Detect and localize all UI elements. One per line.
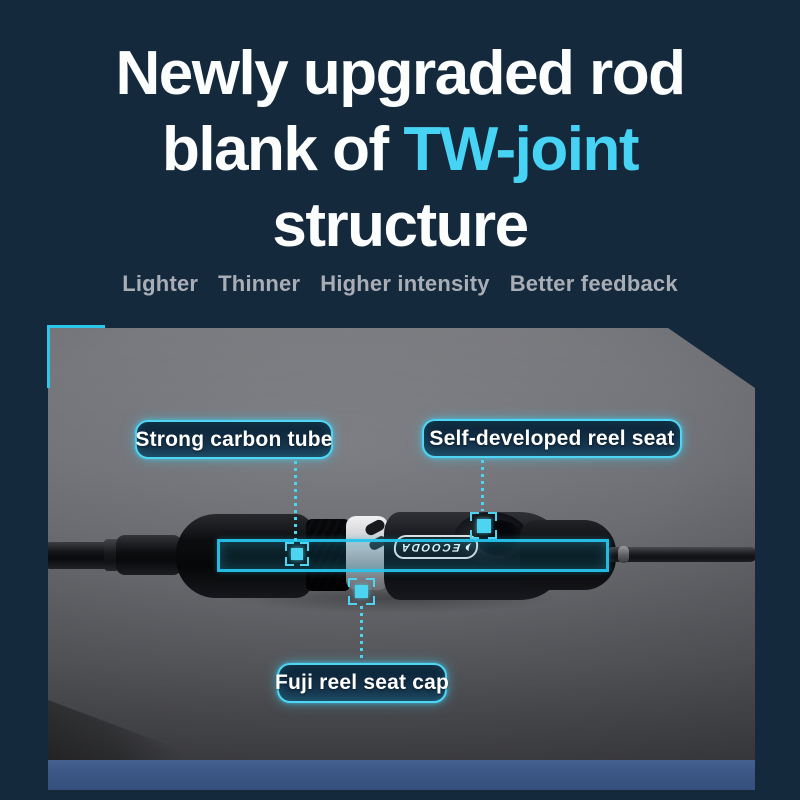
title-line-1: Newly upgraded rod <box>115 39 686 108</box>
marker-square <box>291 548 303 560</box>
brand-panel: ECOODA <box>392 535 480 559</box>
connector-line-fuji-cap <box>360 606 363 662</box>
rod-butt-section <box>116 535 182 575</box>
target-marker-carbon-tube <box>285 542 309 566</box>
marker-square <box>355 585 368 598</box>
connector-line-carbon-tube <box>294 461 297 541</box>
callout-fuji-reel-seat-cap: Fuji reel seat cap <box>275 663 449 703</box>
frame-corner-accent <box>47 325 105 388</box>
tagline-item-lighter: Lighter <box>122 271 199 296</box>
rod-blank-right <box>606 547 755 562</box>
bottom-accent-bar <box>48 760 755 790</box>
front-foam-grip <box>176 514 312 598</box>
title-line-3: structure <box>272 191 529 260</box>
rod-blank-trim-ring <box>618 546 629 563</box>
rod-highlight-rectangle <box>217 539 609 572</box>
tagline-item-feedback: Better feedback <box>509 271 678 296</box>
fishing-rod-illustration: ECOODA <box>48 328 755 760</box>
tagline-item-thinner: Thinner <box>218 271 301 296</box>
reel-seat-lock-nut <box>306 519 350 591</box>
target-marker-fuji-cap <box>348 578 375 605</box>
connector-line-reel-seat <box>481 460 484 511</box>
cap-slot <box>363 517 387 538</box>
feature-tagline: Lighter Thinner Higher intensity Better … <box>0 271 800 297</box>
tagline-item-intensity: Higher intensity <box>320 271 490 296</box>
marker-square <box>476 518 491 533</box>
title-line-2-highlight: TW-joint <box>403 115 639 184</box>
title-line-2-prefix: blank of <box>161 115 404 184</box>
fuji-reel-seat-cap-ring <box>346 516 389 590</box>
brand-logo-icon <box>465 542 472 552</box>
target-marker-reel-seat <box>470 512 497 539</box>
product-photo: ECOODA <box>48 328 755 760</box>
callout-self-developed-reel-seat: Self-developed reel seat <box>422 419 682 458</box>
callout-strong-carbon-tube: Strong carbon tube <box>135 420 333 459</box>
rear-foam-grip <box>520 520 616 590</box>
rod-ferrule <box>104 539 119 571</box>
page-title: Newly upgraded rod blank of TW-joint str… <box>0 36 800 264</box>
title-line-2: blank of TW-joint <box>0 112 800 188</box>
